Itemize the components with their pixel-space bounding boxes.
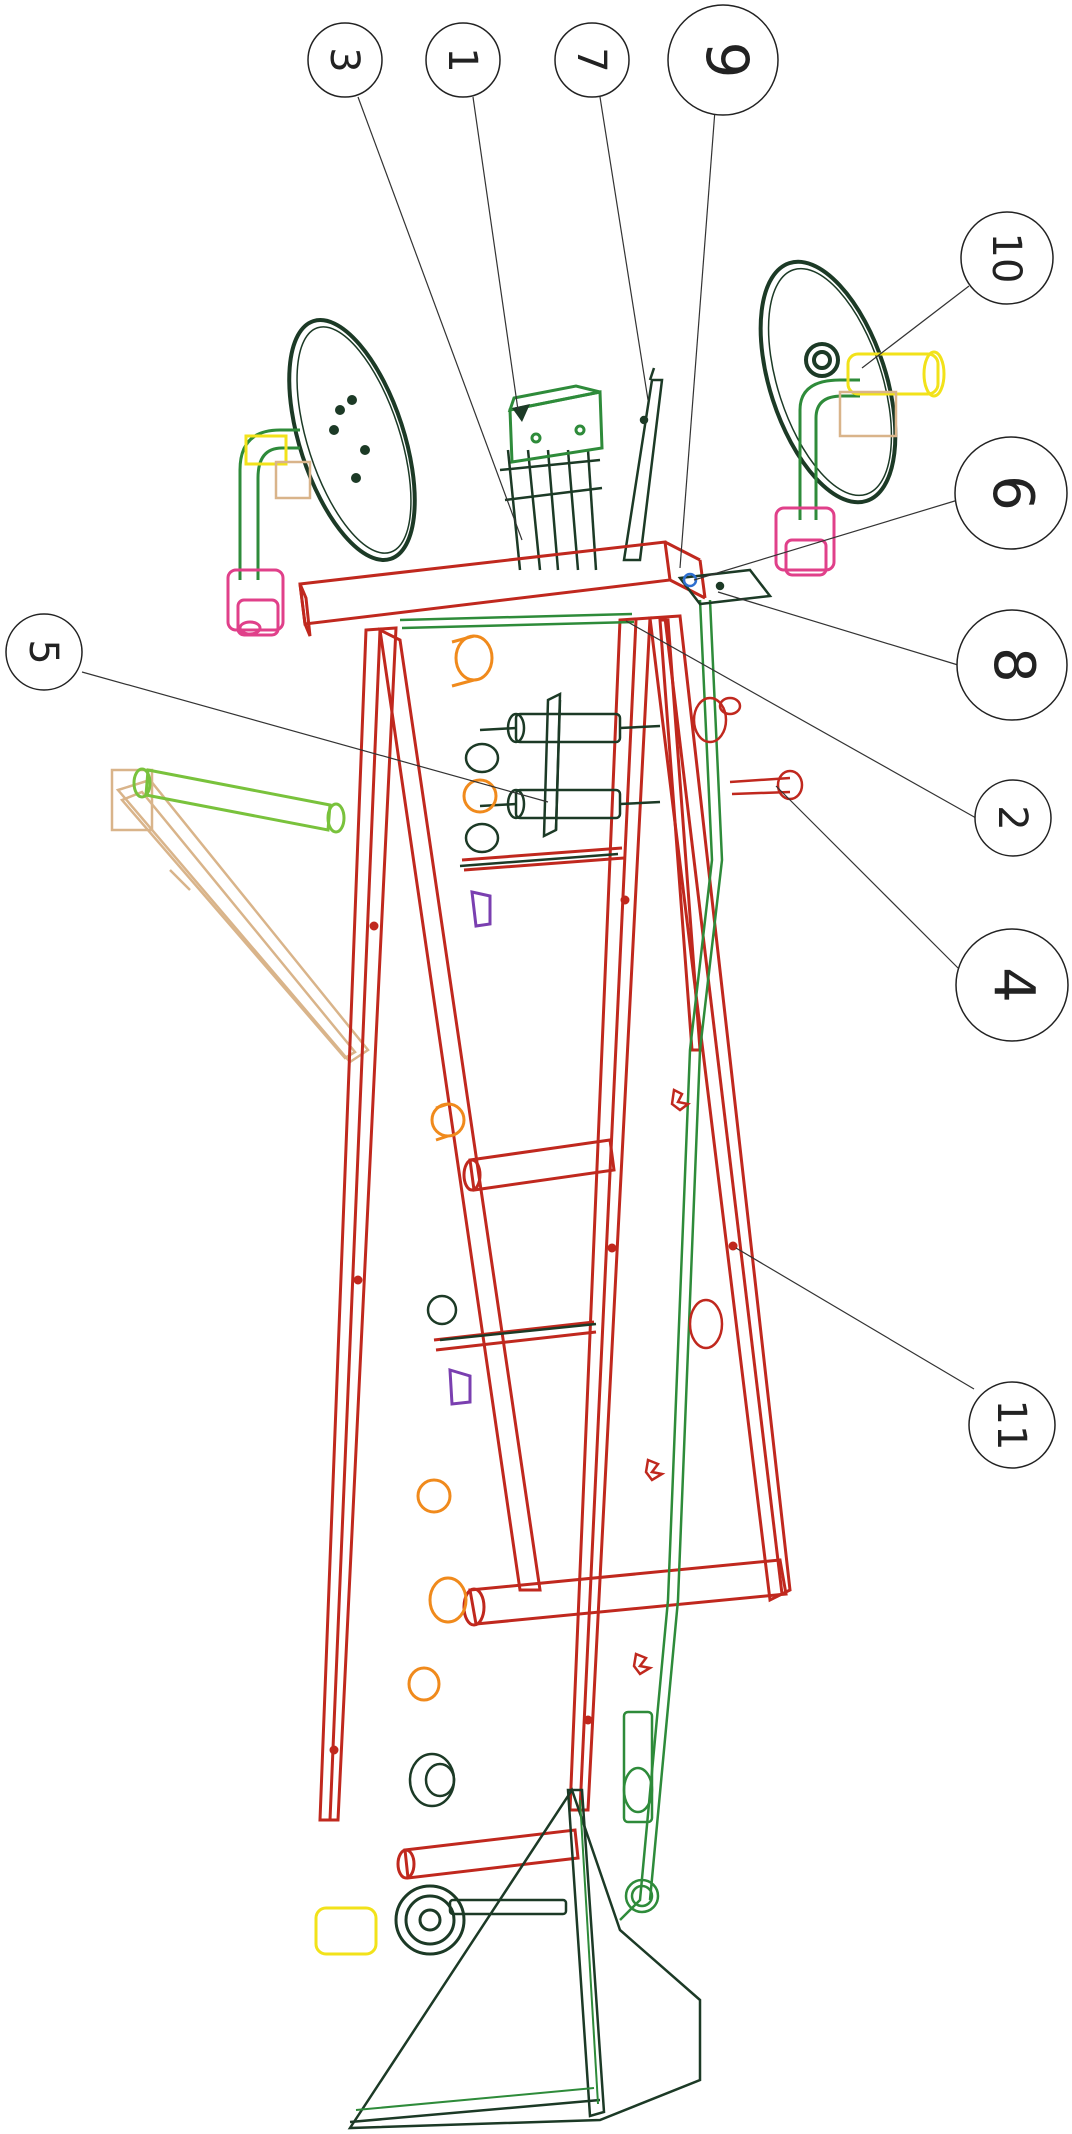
svg-text:9: 9 [693, 42, 761, 79]
main-frame [298, 540, 792, 1880]
right-disc-arm [798, 378, 860, 520]
callout-6: 6 [954, 436, 1068, 550]
purple-tensioners [448, 890, 492, 1406]
sensor-plate [677, 568, 773, 606]
callout-3: 3 [307, 22, 383, 98]
svg-text:6: 6 [980, 475, 1045, 511]
svg-text:3: 3 [321, 47, 367, 72]
chute-liner [355, 1799, 599, 2111]
svg-text:5: 5 [20, 639, 66, 664]
bottom-gearbox [622, 1710, 660, 1914]
svg-text:8: 8 [981, 647, 1046, 683]
discharge-chute [347, 1787, 702, 2130]
yellow-motor [314, 1906, 378, 1956]
svg-text:10: 10 [983, 233, 1029, 284]
orange-rollers [407, 634, 498, 1702]
drive-gear [394, 1884, 466, 1956]
right-disc-motor [846, 350, 946, 398]
svg-text:11: 11 [988, 1400, 1034, 1451]
callout-10: 10 [960, 211, 1054, 305]
left-disc [287, 318, 417, 562]
callout-9: 9 [667, 4, 779, 116]
left-disc-bracket [226, 568, 285, 637]
left-disc-hub-mount [274, 460, 312, 500]
leader-lines [81, 96, 977, 1390]
callout-11: 11 [968, 1381, 1056, 1469]
svg-text:7: 7 [568, 47, 614, 72]
shaft-rollers [408, 691, 661, 1916]
left-disc-arm [238, 428, 300, 580]
left-disc-hub [244, 434, 288, 466]
callout-7: 7 [554, 22, 630, 98]
right-disc-bracket [774, 506, 836, 577]
tine-mount-plate [507, 384, 604, 464]
callout-8: 8 [956, 609, 1068, 721]
right-disc [758, 259, 898, 505]
callout-5: 5 [5, 613, 83, 691]
svg-text:4: 4 [981, 967, 1046, 1003]
hitch-cylinder [132, 767, 346, 834]
svg-text:2: 2 [989, 805, 1035, 830]
svg-text:1: 1 [439, 47, 485, 72]
side-sprockets [632, 696, 804, 1676]
callout-4: 4 [955, 928, 1069, 1042]
right-disc-motor-mount [838, 390, 898, 438]
knife-blade [622, 367, 664, 562]
callout-1: 1 [425, 22, 501, 98]
hitch-drawbar [110, 768, 370, 1064]
callout-2: 2 [974, 779, 1052, 857]
tine-arrow [512, 404, 530, 422]
